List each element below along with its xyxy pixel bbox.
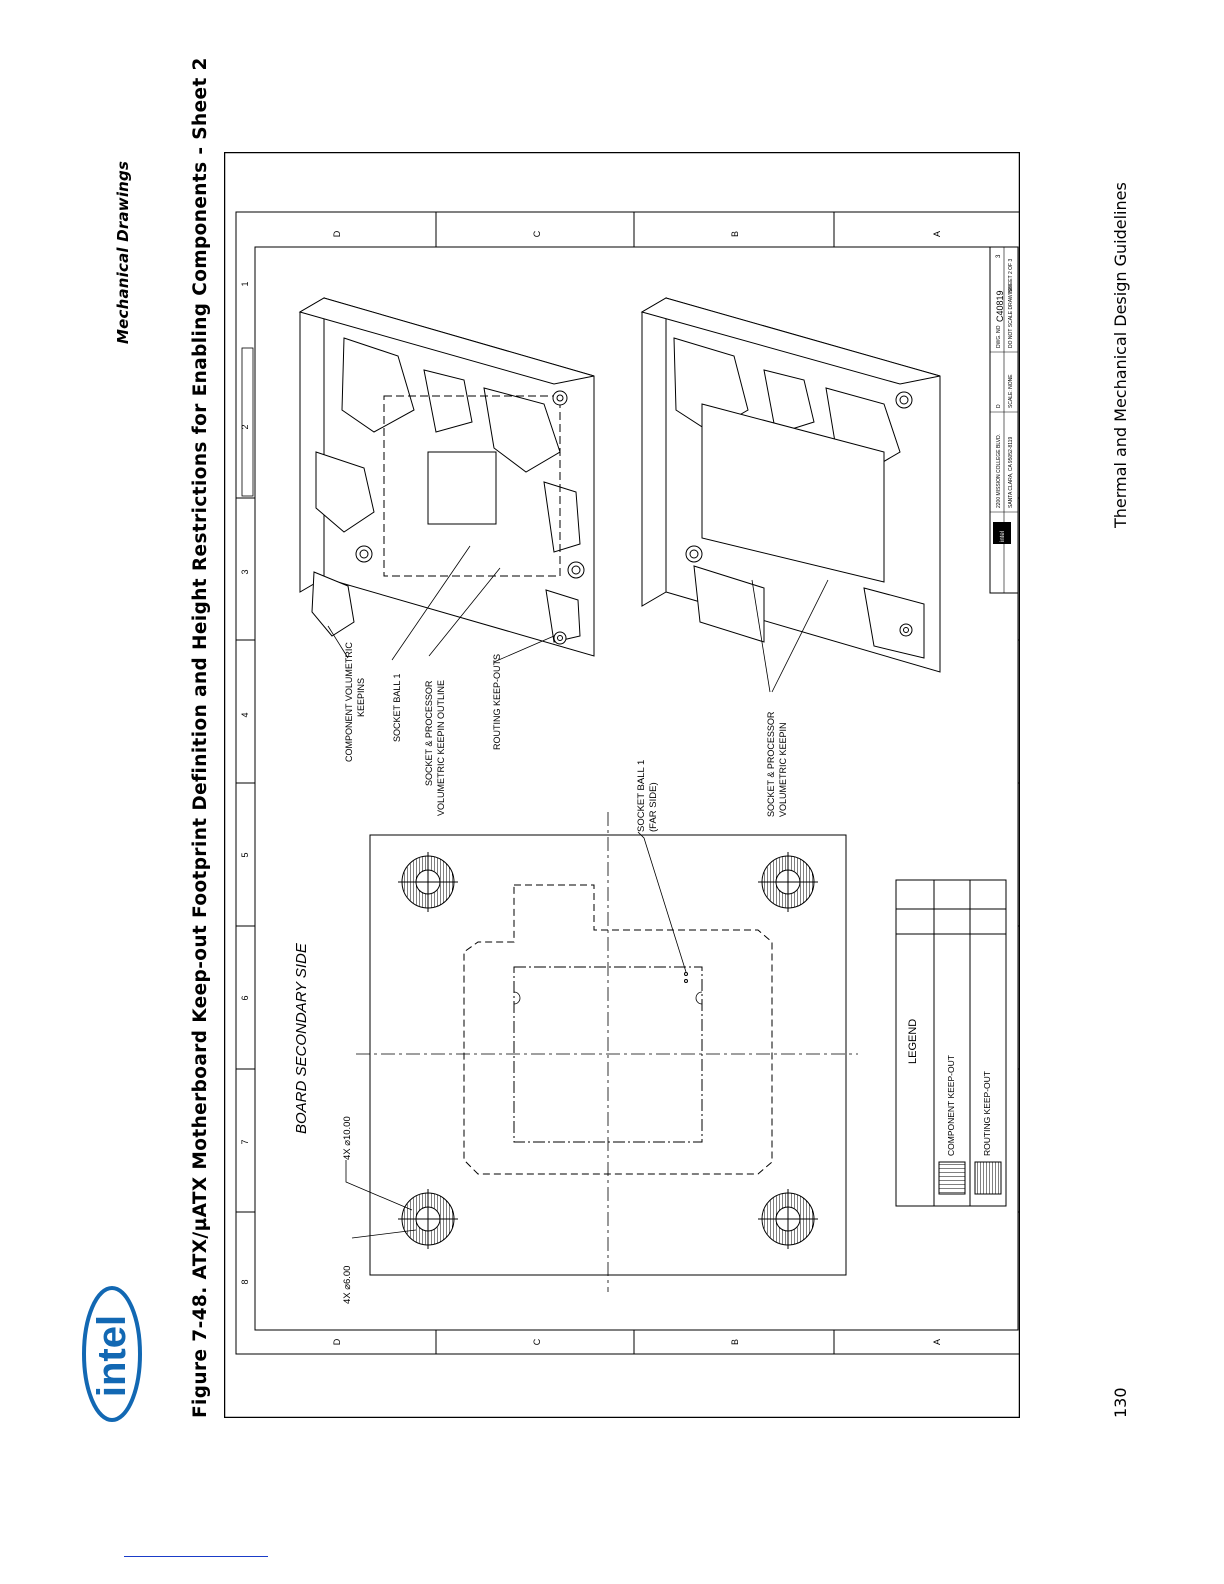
company-line-1: 2200 MISSION COLLEGE BLVD. [996, 434, 1002, 508]
zone-number: 3 [240, 569, 250, 574]
socket-ball-far-line1: SOCKET BALL 1 [636, 760, 647, 832]
socket-ball-far-label: SOCKET BALL 1 (FAR SIDE) [636, 760, 659, 832]
socket-iso-view-bottom [640, 297, 941, 673]
zone-letter: D [332, 1338, 342, 1345]
callout-bottom-2: VOLUMETRIC KEEPIN [778, 722, 788, 817]
zone-letter: C [532, 230, 542, 237]
zone-number: 4 [240, 712, 250, 717]
legend-row-component: COMPONENT KEEP-OUT [946, 1055, 956, 1156]
footnote-separator [124, 1556, 268, 1557]
drawing-border [254, 246, 1019, 1331]
zone-letter: D [332, 230, 342, 237]
mounting-hole [398, 852, 458, 912]
dim-hole-small: 4X ⌀6.00 [342, 1266, 353, 1304]
callout-component-keepins-1: COMPONENT VOLUMETRIC [344, 642, 354, 762]
socket-outline [513, 966, 703, 1143]
figure-caption: Figure 7-48. ATX/µATX Motherboard Keep-o… [190, 57, 211, 1418]
sheet-label: SHEET 2 OF 3 [1008, 259, 1014, 292]
callout-keepin-outline-2: VOLUMETRIC KEEPIN OUTLINE [436, 680, 446, 816]
zone-number: 5 [240, 852, 250, 857]
logo-text: intel [90, 1315, 134, 1397]
view-title: BOARD SECONDARY SIDE [293, 942, 310, 1134]
zone-number: 7 [240, 1139, 250, 1144]
callouts-top: COMPONENT VOLUMETRIC KEEPINS SOCKET BALL… [344, 642, 502, 816]
zone-number: 8 [240, 1279, 250, 1284]
legend-title: LEGEND [907, 1019, 919, 1064]
callout-bottom: SOCKET & PROCESSOR VOLUMETRIC KEEPIN [766, 711, 788, 817]
mounting-hole [758, 852, 818, 912]
zone-number: 2 [240, 424, 250, 429]
zone-letter: A [932, 1339, 942, 1345]
callout-socket-ball: SOCKET BALL 1 [392, 673, 402, 742]
zone-number: 1 [240, 281, 250, 286]
mounting-hole [398, 1189, 458, 1249]
title-block: intel 2200 MISSION COLLEGE BLVD. SANTA C… [989, 246, 1019, 594]
dim-hole-large: 4X ⌀10.00 [342, 1116, 353, 1160]
legend-row-routing: ROUTING KEEP-OUT [982, 1071, 992, 1156]
zone-letter: A [932, 231, 942, 237]
socket-iso-view-top [298, 297, 595, 657]
component-keepout-outline [463, 884, 773, 1175]
zone-letter: B [730, 231, 740, 237]
company-line-2: SANTA CLARA, CA 95052-8119 [1008, 437, 1014, 508]
do-not-scale: DO NOT SCALE DRAWING [1008, 285, 1014, 348]
footer-title: Thermal and Mechanical Design Guidelines [1111, 182, 1130, 528]
callout-routing-keepouts: ROUTING KEEP-OUTS [492, 654, 502, 750]
drawing-number: C40819 [995, 290, 1005, 322]
revision-block [241, 347, 254, 497]
intel-logo: intel [82, 1286, 142, 1422]
mechanical-drawing: 8 7 6 5 4 3 2 1 D C B A D C B A BOARD SE… [224, 152, 1020, 1418]
callout-component-keepins-2: KEEPINS [356, 678, 366, 717]
zone-letter: C [532, 1338, 542, 1345]
size-label: D [996, 404, 1002, 408]
dwg-label: DWG. NO [996, 325, 1002, 348]
mounting-hole [758, 1189, 818, 1249]
rev-label: 3 [996, 254, 1002, 258]
callout-keepin-outline-1: SOCKET & PROCESSOR [424, 680, 434, 786]
socket-ball-far-line2: (FAR SIDE) [648, 782, 659, 832]
section-title: Mechanical Drawings [114, 160, 132, 344]
board-secondary-view: BOARD SECONDARY SIDE [293, 760, 1007, 1304]
outer-frame [224, 152, 1020, 1418]
callout-bottom-1: SOCKET & PROCESSOR [766, 711, 776, 817]
zone-number: 6 [240, 995, 250, 1000]
scale-label: SCALE: NONE [1008, 374, 1014, 408]
page-number: 130 [1111, 1387, 1130, 1418]
title-block-logo: intel [1000, 531, 1006, 542]
zone-letter: B [730, 1339, 740, 1345]
legend: LEGEND COMPONENT KEEP-OUT ROUTING KEEP-O… [895, 879, 1007, 1207]
